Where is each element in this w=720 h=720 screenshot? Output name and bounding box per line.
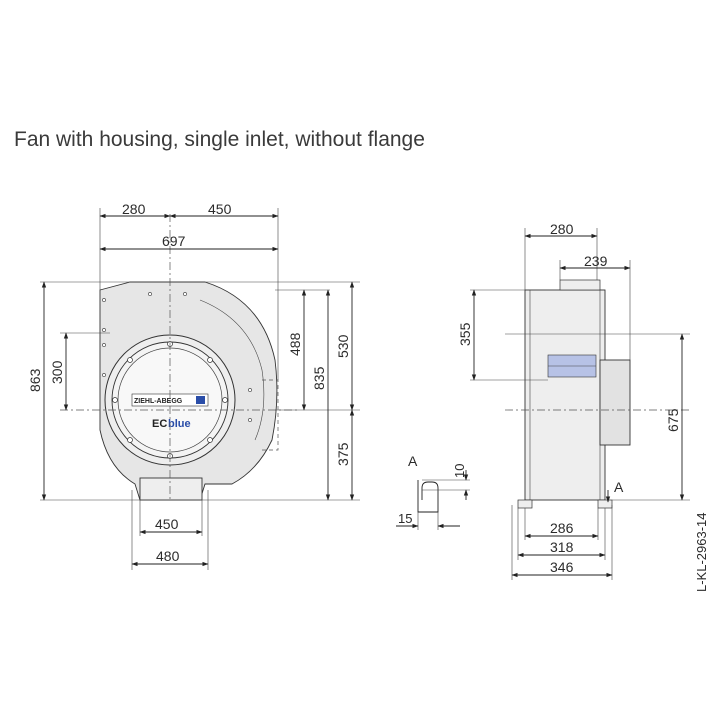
dim-280-side: 280 [550, 221, 574, 237]
side-foot-right [597, 499, 613, 509]
scroll-inner-arc [199, 299, 265, 441]
drawing-title: Fan with housing, single inlet, without … [14, 128, 425, 151]
side-top-bracket [559, 279, 601, 291]
dim-10: 10 [452, 464, 467, 478]
dim-280-front: 280 [122, 201, 146, 217]
front-extension-lines [40, 208, 360, 570]
dim-863: 863 [27, 368, 43, 392]
side-foot-left [517, 499, 533, 509]
dim-300: 300 [49, 360, 65, 384]
side-dimension-lines [471, 233, 685, 578]
dim-286: 286 [550, 520, 574, 536]
dim-15: 15 [398, 511, 412, 526]
side-housing [524, 289, 606, 501]
side-extension-lines [470, 228, 690, 580]
dim-450-front: 450 [208, 201, 232, 217]
hidden-outline [262, 379, 279, 451]
dim-530: 530 [335, 334, 351, 358]
dim-239: 239 [584, 253, 608, 269]
dim-346: 346 [550, 559, 574, 575]
section-label-a: A [614, 479, 624, 495]
front-view: ZIEHL-ABEGG EC blue [27, 201, 360, 570]
flange-holes [102, 292, 252, 422]
side-motor [599, 359, 631, 446]
detail-a: A 10 15 [396, 453, 470, 530]
brand-logo-mark [196, 396, 205, 404]
side-view: A 280 239 355 675 286 318 346 L-KL-2963-… [457, 221, 709, 592]
brand-logo-text: ZIEHL-ABEGG [134, 398, 183, 405]
base-foot [139, 477, 203, 501]
detail-label: A [408, 453, 418, 469]
dim-375: 375 [335, 442, 351, 466]
dim-835: 835 [311, 366, 327, 390]
blue-text: blue [168, 418, 191, 430]
ec-text: EC [152, 418, 167, 430]
dim-488: 488 [287, 332, 303, 356]
bolt-holes [112, 341, 228, 459]
dim-318: 318 [550, 539, 574, 555]
dim-355: 355 [457, 322, 473, 346]
dim-480-base: 480 [156, 548, 180, 564]
dim-450-base: 450 [155, 516, 179, 532]
drawing-id: L-KL-2963-14 [694, 513, 709, 593]
front-dimension-lines [41, 213, 355, 567]
dim-675: 675 [665, 408, 681, 432]
dim-697: 697 [162, 233, 186, 249]
detail-profile [417, 480, 439, 513]
